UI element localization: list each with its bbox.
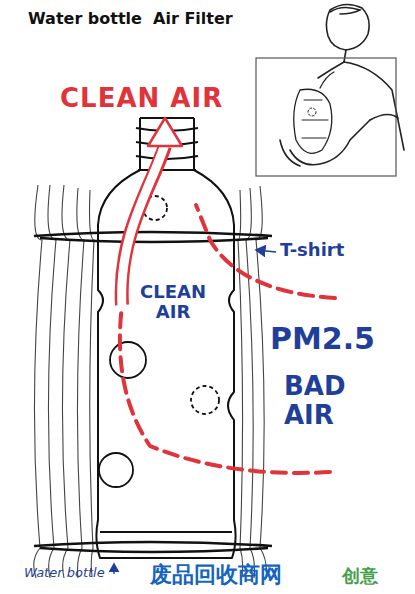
pollutant-label: BAD AIR: [284, 372, 354, 429]
person-sketch: [256, 4, 404, 176]
water-bottle: [96, 118, 235, 558]
tshirt-fabric: [34, 185, 267, 578]
watermark: 创意: [342, 566, 378, 586]
leader-line: [113, 564, 114, 574]
flow-label: CLEAN AIR: [136, 282, 210, 322]
part-label: T-shirt: [280, 240, 344, 260]
watermark: 废品回收商网: [150, 563, 282, 587]
particle-circle: [99, 196, 219, 487]
rubber-band: [34, 232, 272, 552]
pollutant-label: PM2.5: [270, 322, 375, 355]
flow-label: CLEAN AIR: [60, 84, 223, 113]
diagram-title: Water bottle Air Filter: [28, 10, 233, 28]
part-label: Water bottle: [24, 566, 105, 580]
clean-air-arrow: [122, 118, 182, 307]
leader-line: [256, 250, 276, 252]
